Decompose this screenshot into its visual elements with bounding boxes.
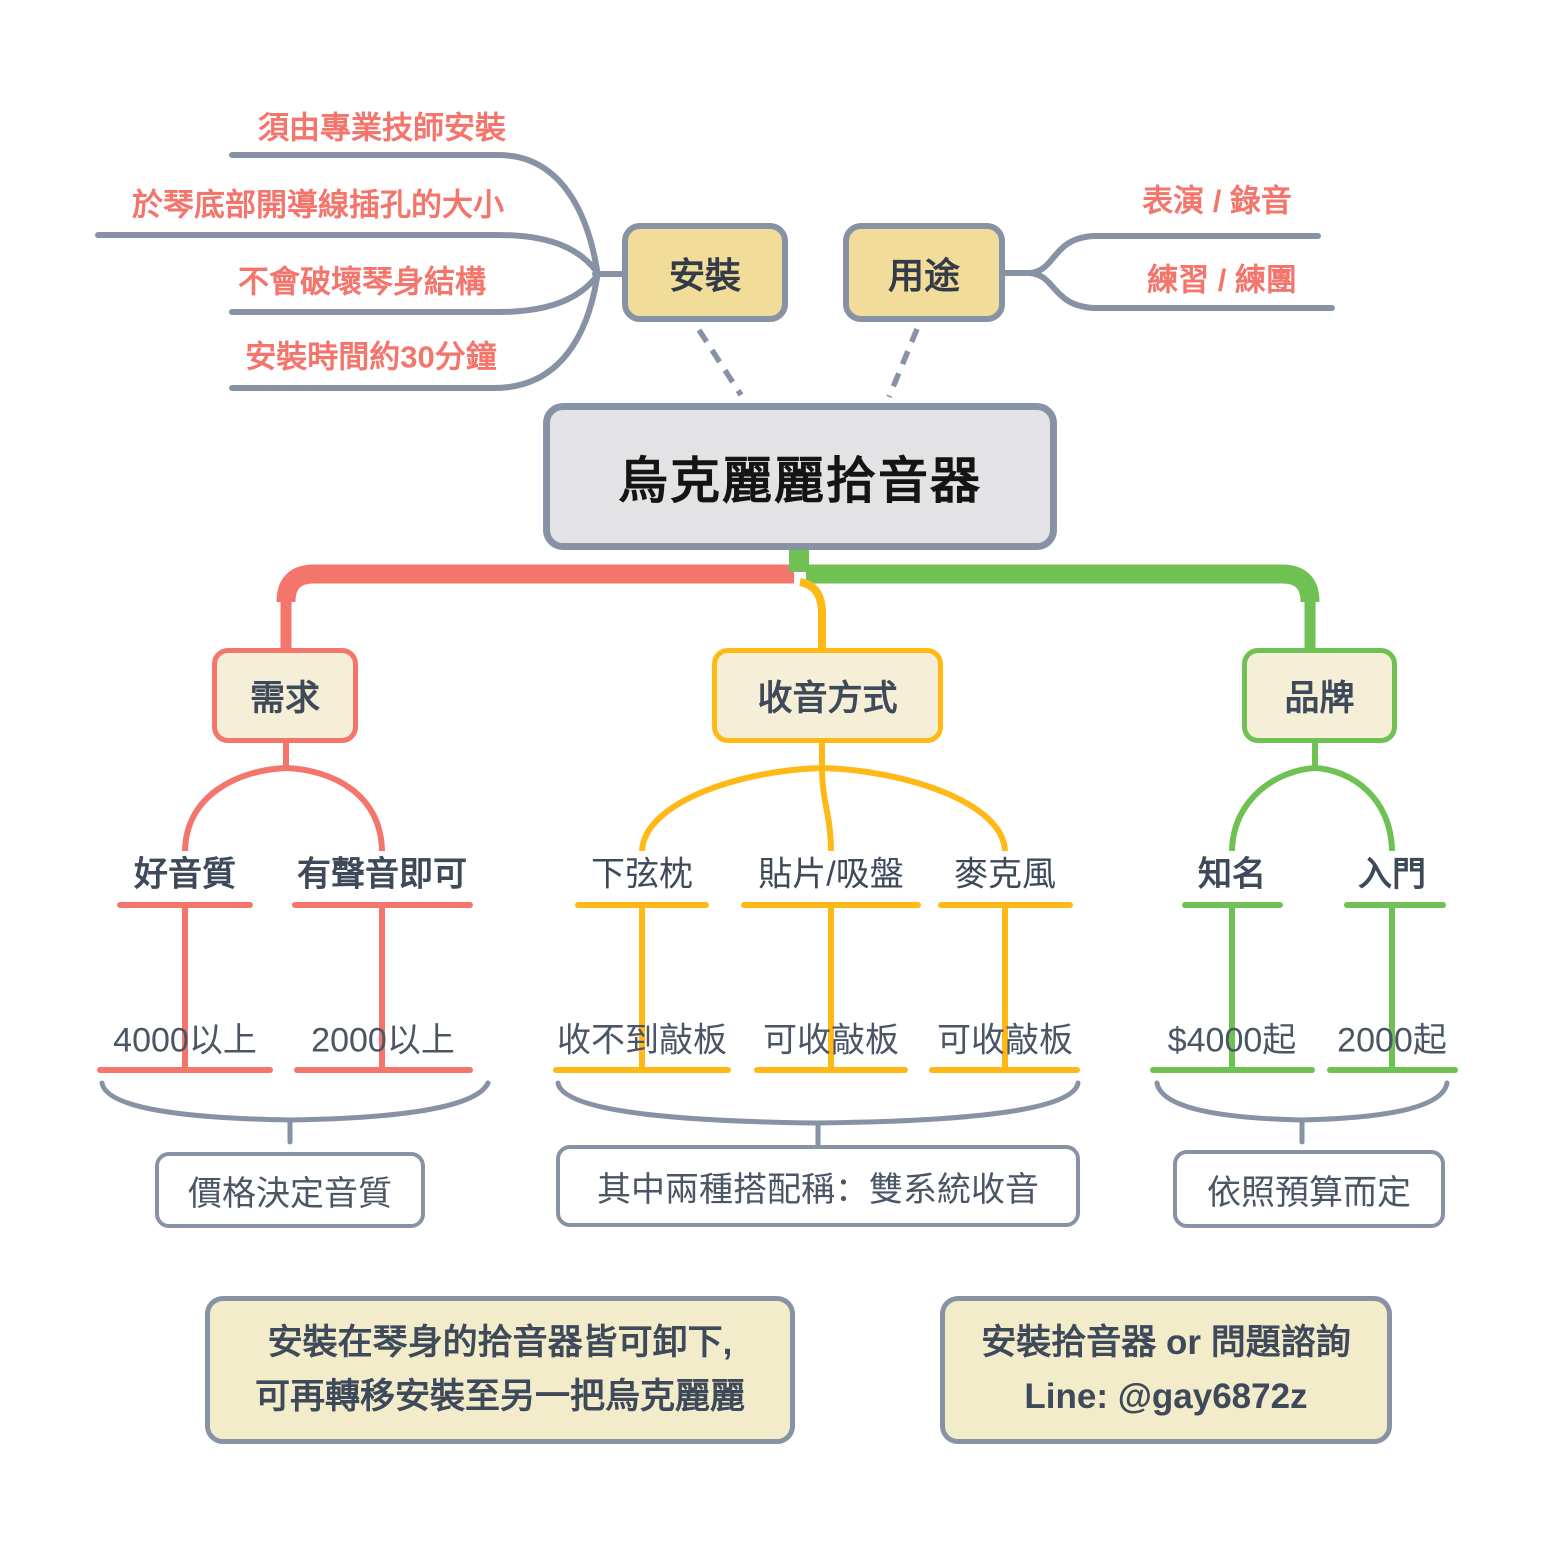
- install-node-label: 安裝: [668, 254, 741, 296]
- needs-node[interactable]: 需求: [212, 648, 358, 743]
- pickup-branch-lines: [553, 578, 1080, 1073]
- brand-child-value[interactable]: $4000起: [1167, 1021, 1297, 1060]
- central-topic-node[interactable]: 烏克麗麗拾音器: [543, 403, 1057, 550]
- note-line: 安裝拾音器 or 問題諮詢: [981, 1322, 1351, 1362]
- note-line: 可再轉移安裝至另一把烏克麗麗: [254, 1377, 745, 1416]
- note-line: 安裝在琴身的拾音器皆可卸下,: [267, 1322, 733, 1362]
- pickup-child-value[interactable]: 收不到敲板: [557, 1021, 727, 1060]
- usage-branch-lines: [1000, 233, 1335, 311]
- dashed-links: [696, 327, 920, 399]
- note-removable-pickup[interactable]: 安裝在琴身的拾音器皆可卸下, 可再轉移安裝至另一把烏克麗麗: [205, 1296, 795, 1444]
- usage-node[interactable]: 用途: [843, 223, 1005, 322]
- install-item-label[interactable]: 不會破壞琴身結構: [238, 264, 486, 300]
- pickup-child-value[interactable]: 可收敲板: [937, 1021, 1073, 1060]
- pickup-child-value[interactable]: 可收敲板: [763, 1021, 899, 1060]
- needs-summary-box[interactable]: 價格決定音質: [155, 1152, 425, 1228]
- needs-summary-text: 價格決定音質: [188, 1174, 392, 1213]
- pickup-node-label: 收音方式: [757, 679, 898, 718]
- central-topic-title: 烏克麗麗拾音器: [618, 452, 982, 509]
- brand-node-label: 品牌: [1284, 679, 1355, 718]
- needs-child-label[interactable]: 好音質: [134, 855, 236, 894]
- needs-branch-lines: [97, 564, 794, 1073]
- group-braces: [99, 1080, 1450, 1148]
- brand-summary-box[interactable]: 依照預算而定: [1173, 1150, 1445, 1228]
- needs-child-value[interactable]: 4000以上: [113, 1021, 257, 1060]
- pickup-summary-box[interactable]: 其中兩種搭配稱：雙系統收音: [556, 1145, 1080, 1227]
- brand-child-label[interactable]: 知名: [1198, 855, 1266, 894]
- install-item-label[interactable]: 安裝時間約30分鐘: [245, 339, 497, 375]
- brand-summary-text: 依照預算而定: [1207, 1173, 1411, 1212]
- pickup-child-label[interactable]: 貼片/吸盤: [758, 855, 904, 894]
- install-item-label[interactable]: 於琴底部開導線插孔的大小: [132, 187, 504, 223]
- pickup-summary-text: 其中兩種搭配稱：雙系統收音: [597, 1170, 1039, 1209]
- brand-child-label[interactable]: 入門: [1358, 855, 1426, 894]
- pickup-node[interactable]: 收音方式: [712, 648, 943, 743]
- pickup-child-label[interactable]: 下弦枕: [591, 855, 693, 894]
- brand-child-value[interactable]: 2000起: [1337, 1021, 1447, 1060]
- brand-node[interactable]: 品牌: [1242, 648, 1397, 743]
- needs-child-label[interactable]: 有聲音即可: [297, 855, 467, 894]
- usage-item-label[interactable]: 練習 / 練團: [1147, 262, 1297, 298]
- install-node[interactable]: 安裝: [622, 223, 788, 322]
- needs-child-value[interactable]: 2000以上: [311, 1021, 455, 1060]
- install-item-label[interactable]: 須由專業技師安裝: [258, 110, 506, 146]
- brand-branch-lines: [789, 547, 1458, 1073]
- usage-item-label[interactable]: 表演 / 錄音: [1142, 183, 1292, 219]
- install-branch-lines: [95, 152, 627, 391]
- note-line: Line: @gay6872z: [1024, 1377, 1308, 1416]
- pickup-child-label[interactable]: 麥克風: [954, 855, 1056, 894]
- needs-node-label: 需求: [249, 679, 320, 718]
- usage-node-label: 用途: [887, 254, 960, 296]
- note-contact-line[interactable]: 安裝拾音器 or 問題諮詢 Line: @gay6872z: [940, 1296, 1392, 1444]
